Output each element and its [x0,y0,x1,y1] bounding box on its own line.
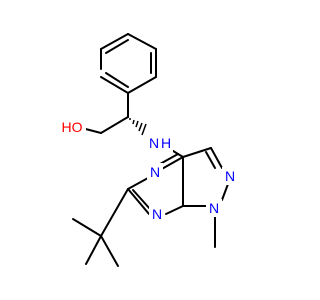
bond [85,235,102,265]
bond [205,151,216,169]
pyrazole-nitrogen-bottom-label: N [209,200,219,216]
bond [100,235,119,267]
bond [100,33,129,50]
bond [100,188,129,237]
bond [105,39,129,54]
bond [132,189,151,210]
bond [105,72,129,88]
bond [210,147,223,169]
molecule-structure: HO N H N N N N [60,33,238,267]
pyrimidine-nitrogen-top-label: N [150,164,160,180]
oxygen-label: HO [62,119,83,135]
pyrazole-nitrogen-right-label: N [225,168,235,184]
amine-nitrogen-label: N [149,135,159,151]
bond [221,183,229,201]
bond [127,76,157,94]
bond [182,147,212,158]
bond [159,153,179,165]
bond [165,205,184,215]
bond [127,33,157,50]
pyrimidine-nitrogen-bottom-label: N [152,206,162,222]
bond [159,156,184,171]
bond [100,76,129,94]
amine-hydrogen-label: H [161,135,171,151]
atom-labels: HO N H N N N N [60,118,238,223]
bond [127,188,150,215]
bond [127,177,149,190]
bond [72,218,102,237]
bond [100,116,129,134]
hashed-wedge-bond [129,118,147,136]
